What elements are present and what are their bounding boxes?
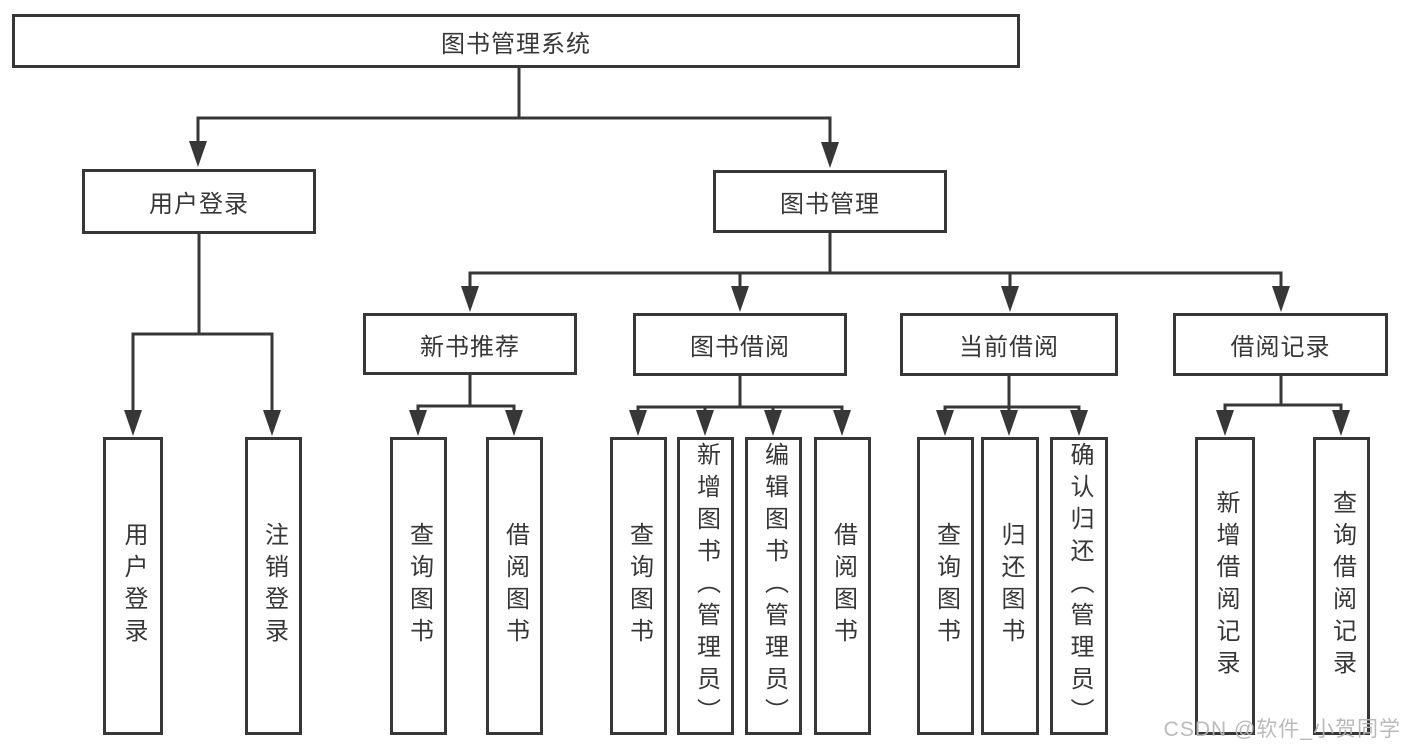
leaf-add-borrow-record: 新增借阅记录 bbox=[1195, 437, 1255, 735]
leaf-query-borrow-record: 查询借阅记录 bbox=[1313, 437, 1370, 735]
watermark: CSDN @软件_小贺同学 bbox=[1163, 718, 1401, 741]
node-user-login: 用户登录 bbox=[82, 169, 316, 234]
node-current-borrowing: 当前借阅 bbox=[900, 313, 1118, 376]
node-book-management: 图书管理 bbox=[713, 170, 947, 233]
leaf-user-login: 用户登录 bbox=[103, 437, 163, 735]
leaf-query-books-recommend: 查询图书 bbox=[390, 437, 447, 735]
node-book-borrowing: 图书借阅 bbox=[633, 313, 847, 376]
node-library-system: 图书管理系统 bbox=[12, 14, 1020, 68]
leaf-add-books-admin: 新增图书（管理员） bbox=[677, 437, 734, 735]
leaf-confirm-return-admin: 确认归还（管理员） bbox=[1050, 437, 1108, 735]
node-new-book-recommend: 新书推荐 bbox=[363, 313, 577, 375]
leaf-return-books: 归还图书 bbox=[981, 437, 1039, 735]
leaf-edit-books-admin: 编辑图书（管理员） bbox=[745, 437, 802, 735]
node-borrowing-records: 借阅记录 bbox=[1173, 313, 1388, 376]
leaf-borrow-books-borrowing: 借阅图书 bbox=[814, 437, 871, 735]
leaf-borrow-books-recommend: 借阅图书 bbox=[486, 437, 543, 735]
leaf-query-books-current: 查询图书 bbox=[917, 437, 974, 735]
leaf-query-books-borrowing: 查询图书 bbox=[610, 437, 667, 735]
leaf-logout: 注销登录 bbox=[245, 437, 302, 735]
